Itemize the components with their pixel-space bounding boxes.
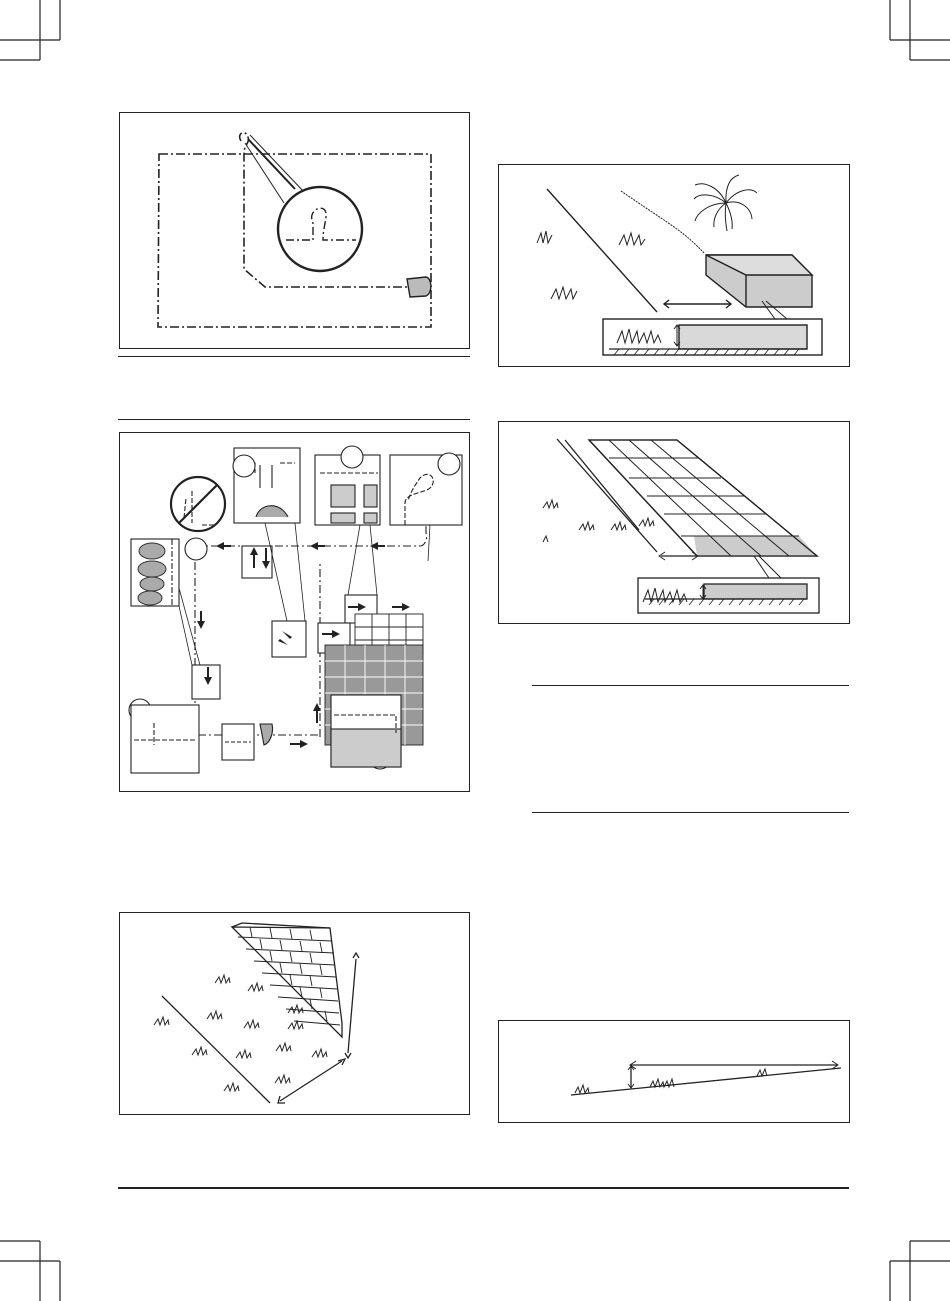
installation-overview-figure <box>119 432 470 792</box>
flush-paving-figure <box>498 421 850 624</box>
boundary-loop-figure <box>119 112 470 349</box>
wall-obstacle-diagram-icon <box>120 913 471 1116</box>
slope-figure <box>498 1020 850 1123</box>
divider-right-2 <box>532 812 849 813</box>
flush-paving-diagram-icon <box>499 422 851 625</box>
divider-left-2 <box>118 419 470 420</box>
slope-diagram-icon <box>499 1021 851 1124</box>
raised-slab-figure <box>498 164 850 367</box>
divider-left-1 <box>118 356 470 357</box>
raised-slab-diagram-icon <box>499 165 851 368</box>
installation-overview-diagram-icon <box>120 433 471 793</box>
footer-rule <box>118 1187 849 1189</box>
divider-right-1 <box>532 685 849 686</box>
wall-obstacle-figure <box>119 912 470 1115</box>
boundary-loop-diagram-icon <box>120 113 471 350</box>
